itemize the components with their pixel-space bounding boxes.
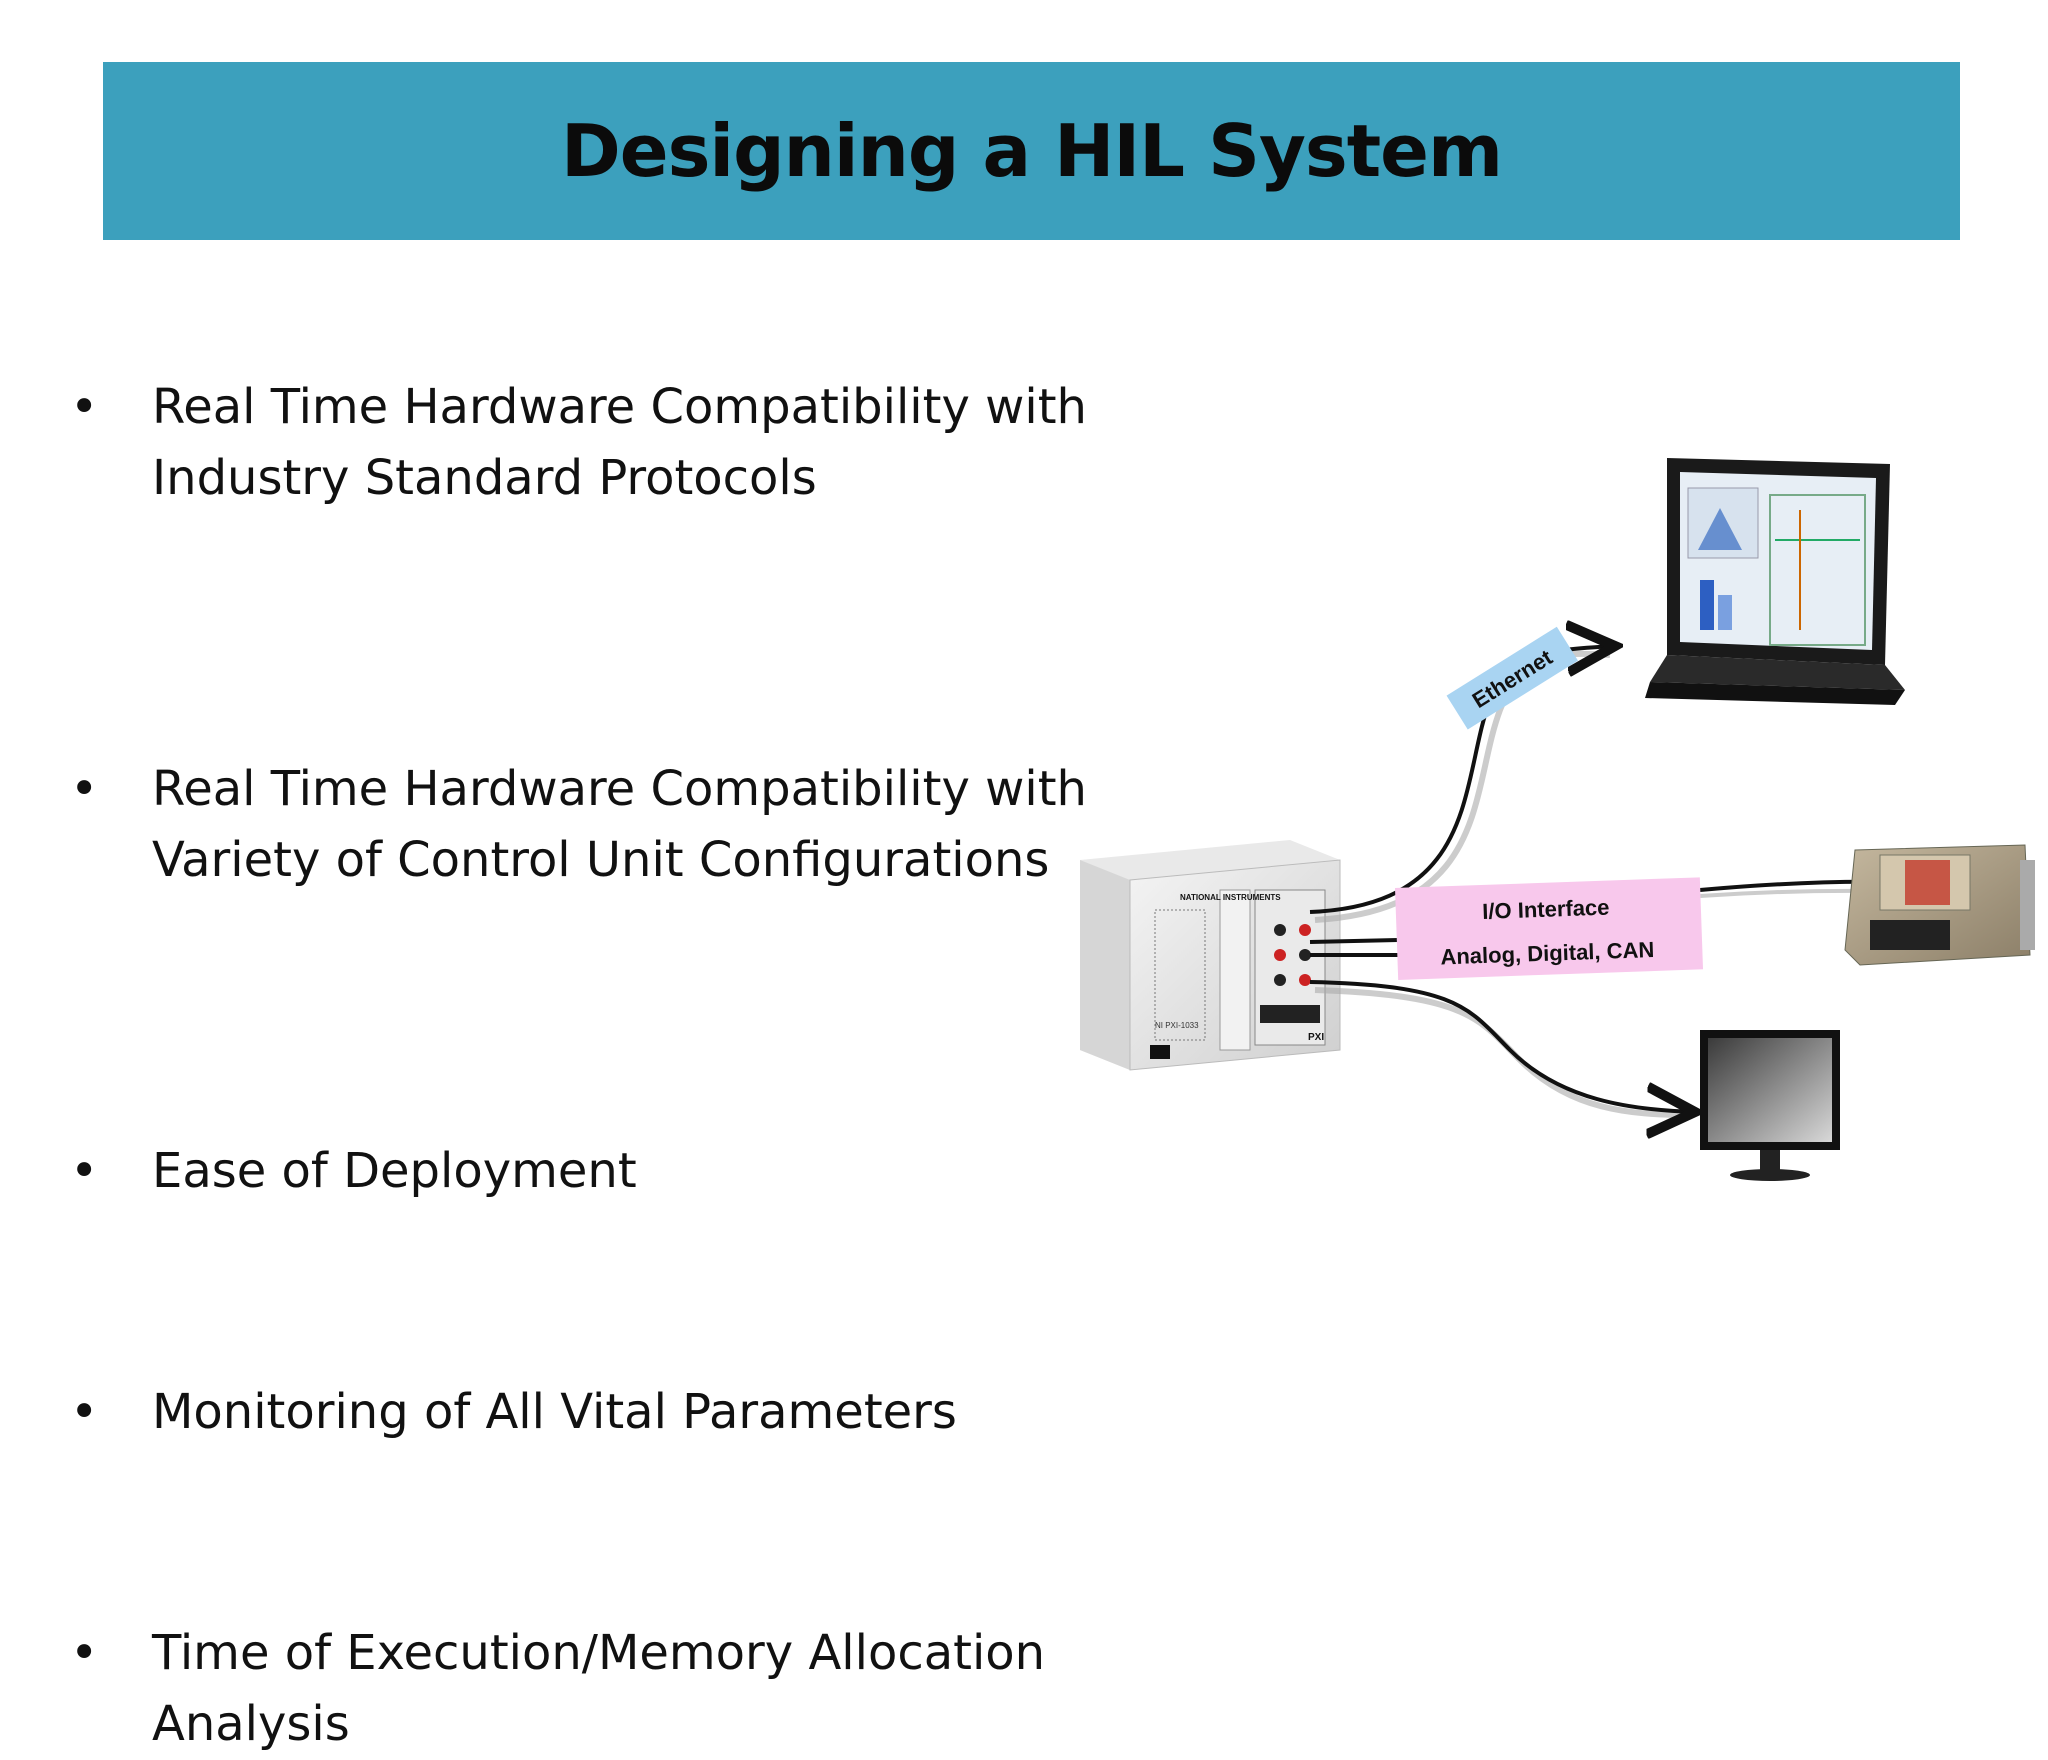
bullet-dot: • (70, 1625, 99, 1681)
bullet-item: • Real Time Hardware Compatibility with … (70, 754, 1090, 896)
chassis-badge: PXI (1308, 1032, 1324, 1043)
slide-title: Designing a HIL System (560, 109, 1503, 193)
bullet-line: Real Time Hardware Compatibility with (152, 379, 1087, 435)
bullet-line: Time of Execution/Memory Allocation (152, 1625, 1046, 1681)
connector (1299, 924, 1311, 936)
bullet-line: Ease of Deployment (152, 1143, 637, 1199)
connector (1274, 974, 1286, 986)
pxi-chassis: NATIONAL INSTRUMENTS NI PXI-1033 PXI (1080, 840, 1341, 1071)
controller-slot (1219, 889, 1251, 1051)
connector-block (1260, 1005, 1320, 1023)
bullet-item: • Ease of Deployment (70, 1136, 1090, 1207)
bullet-line: Industry Standard Protocols (152, 450, 817, 506)
bullet-line: Real Time Hardware Compatibility with (152, 761, 1087, 817)
chassis-brand: NATIONAL INSTRUMENTS (1180, 893, 1281, 902)
vent-grille (1154, 909, 1206, 1041)
monitor (1700, 1030, 1840, 1181)
bullet-dot: • (70, 1143, 99, 1199)
connector (1274, 924, 1286, 936)
title-bar: Designing a HIL System (103, 62, 1960, 240)
bullet-line: Analysis (152, 1696, 350, 1752)
bullet-dot: • (70, 1384, 99, 1440)
chassis-model: NI PXI-1033 (1155, 1021, 1199, 1030)
ecu-unit (1844, 844, 2035, 966)
bullet-item: • Real Time Hardware Compatibility with … (70, 372, 1090, 514)
ethernet-tag: Ethernet (1446, 626, 1579, 730)
bullet-item: • Monitoring of All Vital Parameters (70, 1377, 1090, 1448)
bullet-dot: • (70, 761, 99, 817)
ecu-connector (1870, 920, 1950, 950)
monitor-cable (1309, 980, 1695, 1112)
power-switch (1150, 1045, 1170, 1059)
connector (1274, 949, 1286, 961)
io-label-title: I/O Interface (1482, 895, 1610, 924)
bullet-line: Monitoring of All Vital Parameters (152, 1384, 957, 1440)
connector (1299, 974, 1311, 986)
bullet-line: Variety of Control Unit Configurations (152, 832, 1050, 888)
connector (1299, 949, 1311, 961)
bullet-dot: • (70, 379, 99, 435)
bullet-list: • Real Time Hardware Compatibility with … (70, 372, 1090, 1752)
laptop (1645, 458, 1905, 705)
io-interface-box: I/O Interface Analog, Digital, CAN (1395, 877, 1704, 980)
hil-diagram: NATIONAL INSTRUMENTS NI PXI-1033 PXI Eth… (1080, 458, 2035, 1181)
bullet-item: • Time of Execution/Memory Allocation An… (70, 1618, 1090, 1760)
io-cable-in (1309, 938, 1401, 944)
